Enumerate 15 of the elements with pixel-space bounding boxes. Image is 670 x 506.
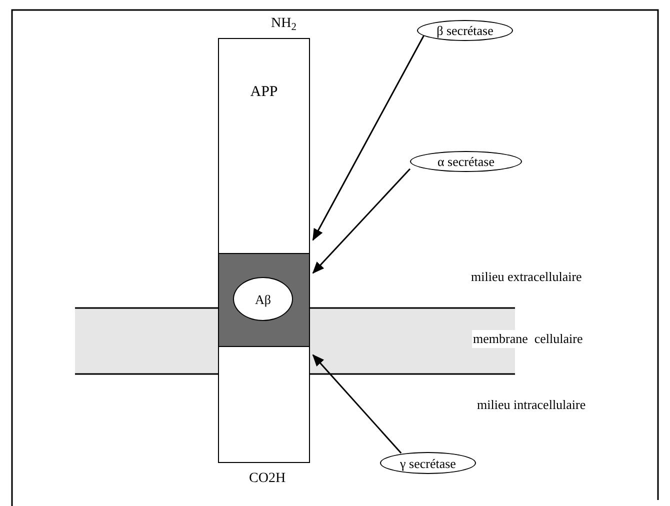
arrow [312,354,402,454]
arrow [312,168,411,274]
enzyme-label: Aβ [254,292,271,306]
enzyme-label: γ secrétase [400,456,456,470]
enzyme-label: α secrétase [438,155,494,168]
region-label: milieu intracellulaire [476,396,587,414]
region-label: membrane cellulaire [472,330,584,348]
terminus-label: NH$_{2}$ [271,17,296,31]
arrow [312,35,424,241]
abeta-region [218,252,310,346]
protein-label: APP [249,85,279,100]
enzyme-ellipse [410,151,522,172]
enzyme-label: β secrétase [436,24,494,37]
region-label: milieu extracellulaire [470,268,583,286]
terminus-label: CO2H [249,472,286,486]
